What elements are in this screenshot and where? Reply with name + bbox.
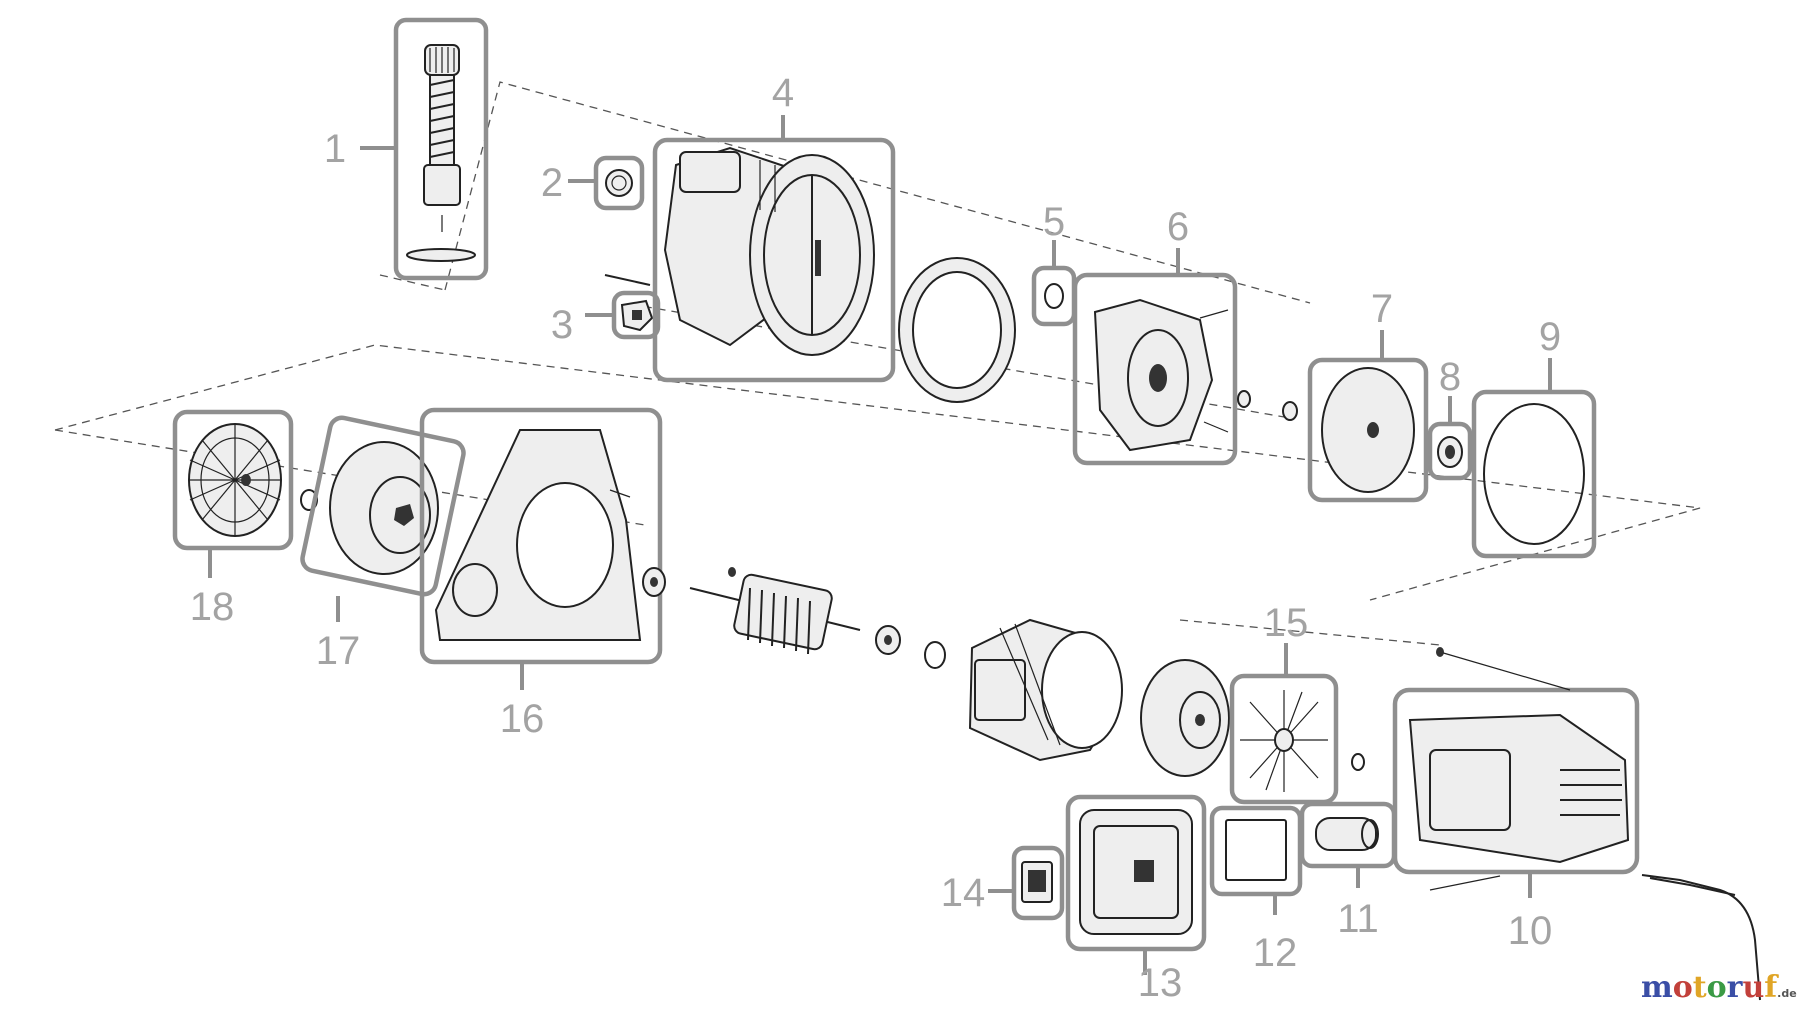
watermark-letter: f: [1764, 970, 1778, 1005]
part-number-3: 3: [551, 303, 573, 347]
part-number-2: 2: [541, 161, 563, 205]
part-11-capacitor: [1299, 801, 1397, 869]
circlip: [1351, 753, 1365, 771]
motor-stator: [968, 618, 1123, 762]
part-number-5: 5: [1043, 200, 1065, 244]
motoruf-watermark: motoruf.de: [1641, 970, 1797, 1005]
part-number-14: 14: [941, 871, 986, 915]
watermark-letter: r: [1726, 970, 1743, 1005]
part-number-12: 12: [1253, 931, 1298, 975]
part-10-end-cover: [1392, 647, 1761, 1001]
part-number-13: 13: [1138, 961, 1183, 1005]
part-5-o-ring: [1031, 265, 1077, 327]
watermark-tld: .de: [1777, 987, 1797, 1000]
part-8-shaft-seal: [1427, 421, 1473, 481]
watermark-letter: o: [1672, 970, 1693, 1005]
part-1-strainer: [393, 17, 489, 281]
part-number-11: 11: [1337, 897, 1379, 941]
part-number-9: 9: [1539, 315, 1561, 359]
watermark-letter: m: [1641, 970, 1673, 1005]
part-number-6: 6: [1167, 205, 1189, 249]
part-number-7: 7: [1371, 287, 1393, 331]
part-13-terminal-box: [1065, 794, 1207, 952]
gasket-ring: [898, 257, 1016, 403]
part-number-4: 4: [772, 71, 794, 115]
part-2-cap: [593, 155, 645, 211]
part-14-switch: [1011, 845, 1065, 921]
part-3-drain-plug: [604, 274, 661, 340]
part-15-cooling-fan: [1229, 673, 1339, 805]
end-shield: [1140, 659, 1230, 777]
part-number-17: 17: [316, 629, 361, 673]
part-numbers: 1 2 3 4 5 6 7 8 9 10 11 12 13 14 15 16 1…: [190, 71, 1561, 1005]
part-number-15: 15: [1264, 601, 1309, 645]
part-12-terminal-gasket: [1209, 805, 1303, 897]
watermark-letter: o: [1706, 970, 1727, 1005]
part-18-fan-cover: [172, 409, 294, 551]
part-number-18: 18: [190, 585, 235, 629]
part-6-diffuser: [1072, 272, 1238, 466]
watermark-letter: t: [1692, 970, 1707, 1005]
part-16-motor-stand: [419, 407, 663, 665]
rotor-shaft: [642, 567, 946, 669]
shaft-nuts: [1237, 390, 1298, 421]
part-number-8: 8: [1439, 355, 1461, 399]
part-9-seal-ring: [1471, 389, 1597, 559]
part-7-impeller-disc: [1307, 357, 1429, 503]
part-number-10: 10: [1508, 909, 1553, 953]
leader-lines: [208, 115, 1552, 975]
part-4-pump-housing: [652, 137, 896, 383]
part-number-16: 16: [500, 697, 545, 741]
part-number-1: 1: [324, 127, 346, 171]
part-17-bearing-cover: [300, 415, 466, 597]
watermark-letter: u: [1742, 970, 1765, 1005]
